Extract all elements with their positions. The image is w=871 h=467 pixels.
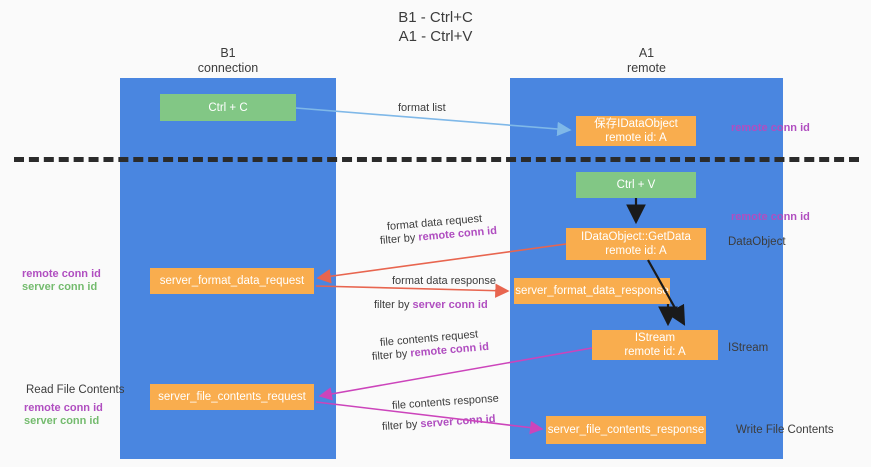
box-idataobject-getdata[interactable]: IDataObject::GetData remote id: A [566,228,706,260]
box-ctrl-v[interactable]: Ctrl + V [576,172,696,198]
connid-remote-left: remote conn id [22,268,101,280]
connid-server-bottom-left: server conn id [24,415,100,427]
connid-server-left: server conn id [22,281,98,293]
connid-remote-top-right: remote conn id [731,122,810,134]
lane-header-a1: A1 remote [627,46,666,75]
box-server-file-contents-request[interactable]: server_file_contents_request [150,384,314,410]
box-server-format-data-response[interactable]: server_format_data_response [514,278,670,304]
arrow-format-data-response [315,283,510,298]
box-server-file-contents-response[interactable]: server_file_contents_response [546,416,706,444]
box-save-idataobject[interactable]: 保存IDataObject remote id: A [576,116,696,146]
arrow-format-list [295,107,572,137]
label-format-data-response: format data response [392,275,496,287]
label-format-list: format list [398,102,446,114]
arrow-getdata-istream [647,259,686,326]
box-server-format-data-request[interactable]: server_format_data_request [150,268,314,294]
label-dataobject: DataObject [728,236,786,248]
box-istream[interactable]: IStream remote id: A [592,330,718,360]
filter-by-text: filter by [374,299,413,311]
arrow-file-contents-response [315,401,544,435]
label-istream: IStream [728,342,769,354]
arrow-format-data-request [316,243,567,284]
connid-remote-mid-right: remote conn id [731,211,810,223]
label-filter-by-server-conn-id-1: filter by server conn id [374,298,488,312]
page-title: B1 - Ctrl+C A1 - Ctrl+V [398,9,473,45]
label-write-file-contents: Write File Contents [736,424,834,436]
connid-remote-bottom-left: remote conn id [24,402,103,414]
phase-divider [14,157,859,162]
arrow-file-contents-request [318,347,593,401]
label-read-file-contents: Read File Contents [26,384,125,396]
box-ctrl-c[interactable]: Ctrl + C [160,94,296,121]
connid-server-inline: server conn id [412,299,488,311]
lane-header-b1: B1 connection [197,46,259,75]
